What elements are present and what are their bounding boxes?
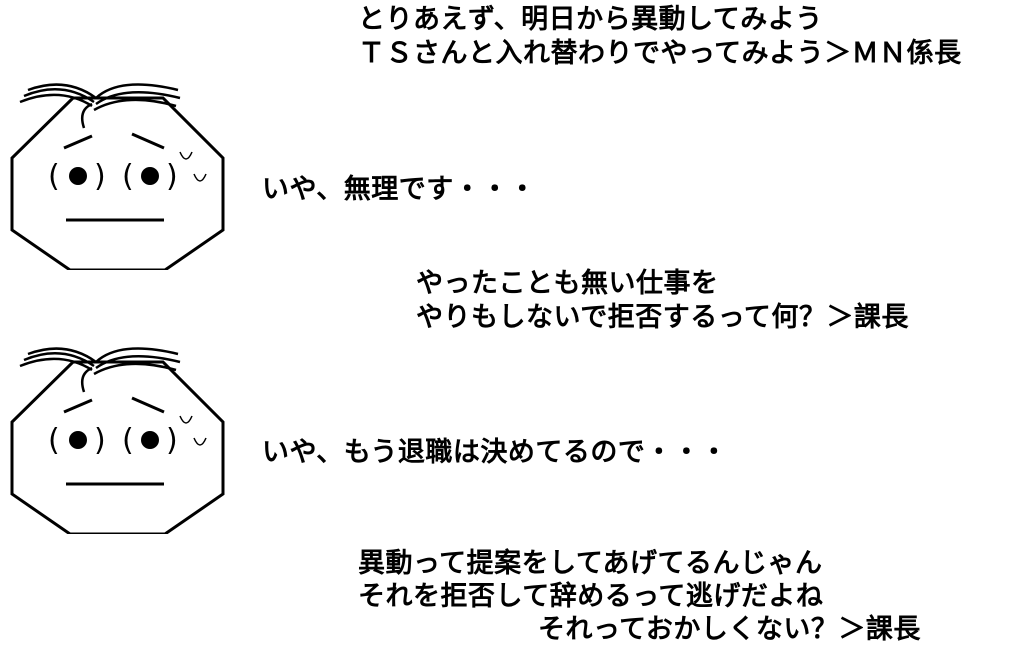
svg-text:): ) bbox=[94, 159, 106, 194]
svg-text:): ) bbox=[166, 423, 178, 458]
svg-text:(: ( bbox=[48, 159, 60, 194]
closing-line: それを拒否して辞めるって逃げだよね bbox=[358, 581, 824, 612]
svg-text:(: ( bbox=[122, 423, 134, 458]
dialogue-line: やりもしないで拒否するって何？＞課長 bbox=[416, 302, 909, 333]
svg-text:): ) bbox=[166, 159, 178, 194]
dialogue-line: やったことも無い仕事を bbox=[416, 268, 719, 299]
closing-line: それっておかしくない？＞課長 bbox=[538, 614, 921, 645]
closing-line: 異動って提案をしてあげてるんじゃん bbox=[358, 548, 823, 579]
svg-text:(: ( bbox=[48, 423, 60, 458]
reply-line: いや、無理です・・・ bbox=[262, 174, 537, 205]
svg-text:(: ( bbox=[122, 159, 134, 194]
dialogue-line: とりあえず、明日から異動してみよう bbox=[358, 4, 823, 35]
reply-line: いや、もう退職は決めてるので・・・ bbox=[262, 437, 728, 468]
svg-text:): ) bbox=[94, 423, 106, 458]
worried-face-icon: ( ) ( ) bbox=[10, 347, 225, 534]
dialogue-line: ＴＳさんと入れ替わりでやってみよう＞ＭＮ係長 bbox=[358, 38, 962, 69]
worried-face-icon: ( ) ( ) bbox=[10, 83, 225, 270]
